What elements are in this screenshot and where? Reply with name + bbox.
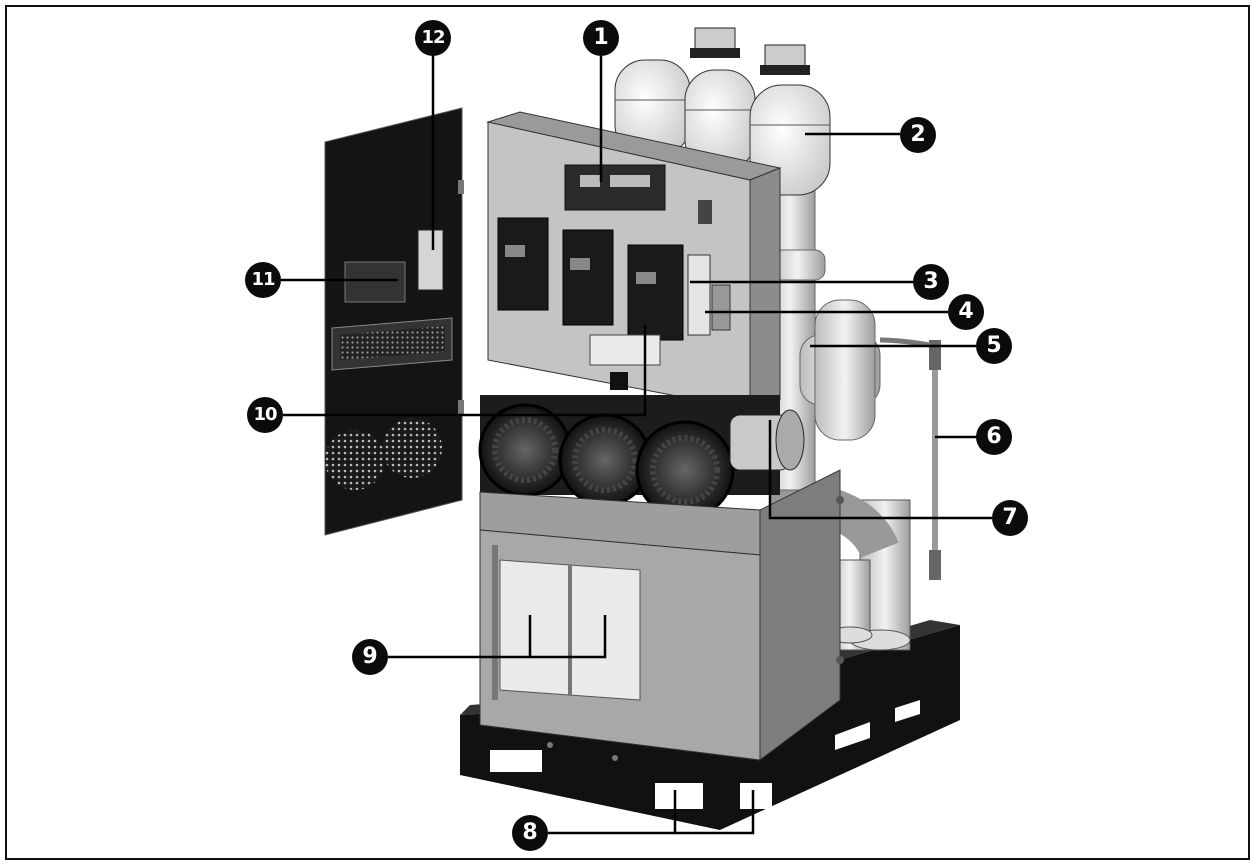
callout-4: 4 [948, 294, 984, 330]
leader-lines [281, 55, 992, 835]
callout-6: 6 [976, 419, 1012, 455]
base-frame [479, 469, 844, 761]
callout-5: 5 [976, 328, 1012, 364]
callout-1: 1 [583, 20, 619, 56]
callout-2: 2 [900, 117, 936, 153]
callout-10: 10 [247, 397, 283, 433]
callout-3: 3 [913, 264, 949, 300]
callout-8: 8 [512, 815, 548, 851]
hose [879, 337, 941, 580]
callout-9: 9 [352, 639, 388, 675]
callout-7: 7 [992, 500, 1028, 536]
control-cabinet [486, 111, 782, 411]
cabinet-door [324, 107, 464, 536]
callout-11: 11 [245, 262, 281, 298]
callout-12: 12 [415, 20, 451, 56]
